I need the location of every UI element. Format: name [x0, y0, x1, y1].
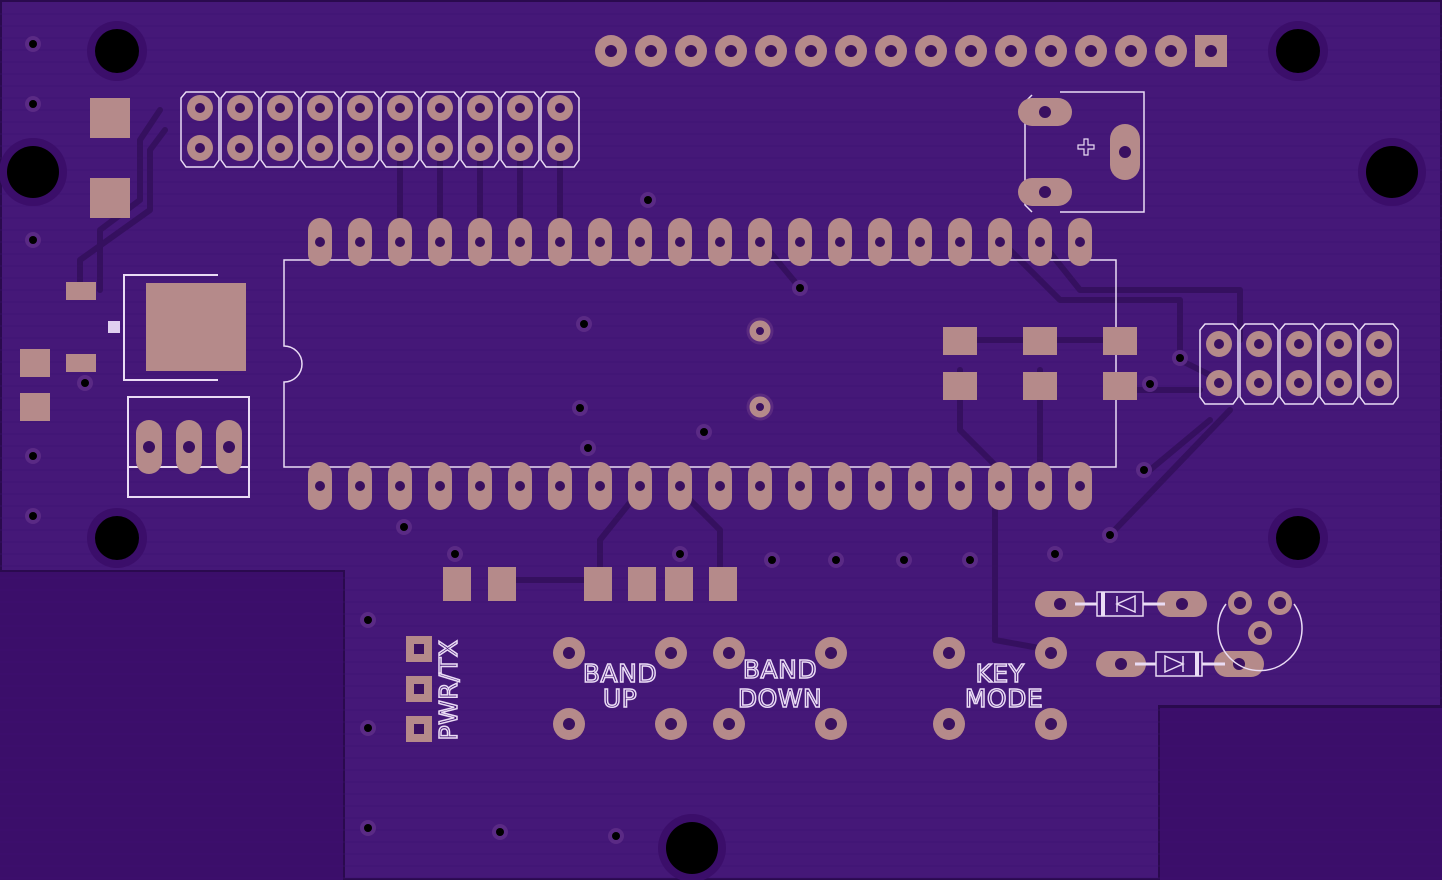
silkscreen-labels: BAND UP BAND DOWN KEY MODE PWR/TX [433, 639, 1043, 742]
label-key-mode-2: MODE [965, 684, 1043, 713]
smd-pads [20, 98, 1137, 601]
header-2x10 [180, 91, 580, 168]
label-pwr-tx: PWR/TX [434, 640, 463, 741]
to92-regulator [127, 396, 250, 498]
label-key-mode-1: KEY [976, 659, 1025, 688]
copper-pour [0, 13, 1442, 879]
header-16pin [595, 35, 1227, 67]
pushbuttons [553, 637, 1067, 740]
label-band-up-1: BAND [583, 659, 657, 688]
label-band-up-2: UP [603, 684, 637, 713]
led-pads [406, 636, 432, 742]
mounting-holes [0, 21, 1426, 880]
label-band-down-1: BAND [743, 655, 817, 684]
regulator [123, 274, 246, 381]
label-band-down-2: DOWN [738, 684, 822, 713]
to92-transistor [1217, 591, 1303, 672]
trimmer [1018, 91, 1145, 213]
header-2x5 [1199, 323, 1399, 405]
diodes [1035, 591, 1264, 677]
cutout-left [0, 572, 343, 880]
vias [25, 36, 1188, 844]
ic-dip40 [283, 218, 1117, 510]
